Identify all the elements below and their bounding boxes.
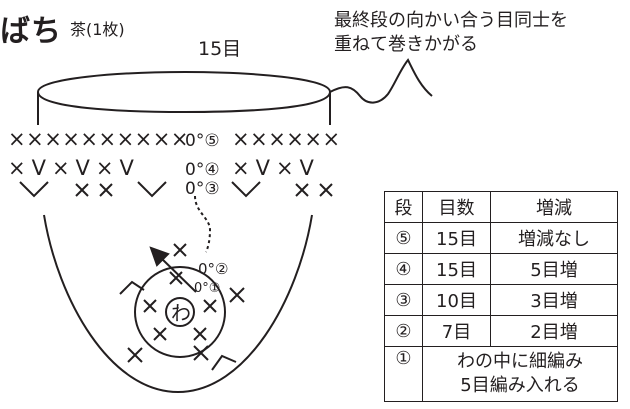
row1-instruction-line1: わの中に細編み — [457, 351, 583, 372]
increase-change: 3目増 — [490, 284, 618, 316]
table-row: ⑤ 15目 増減なし — [384, 222, 618, 254]
row3-sc-mark — [75, 183, 89, 197]
table-row: ① わの中に細編み 5目編み入れる — [384, 346, 618, 402]
finishing-note-line1: 最終段の向かい合う目同士を — [334, 10, 568, 31]
header-change: 増減 — [490, 191, 618, 223]
row2-sc-mark — [193, 345, 209, 361]
ring-label: わ — [171, 301, 191, 325]
increase-change: 増減なし — [490, 222, 618, 254]
row3-sc-mark — [295, 183, 309, 197]
increase-change: 2目増 — [490, 315, 618, 347]
header-count: 目数 — [422, 191, 491, 223]
stitch-count: 10目 — [422, 284, 491, 316]
row2-sc-mark — [173, 243, 187, 257]
rows-summary-table: 段 目数 増減 ⑤ 15目 増減なし ④ 15目 5目増 ③ 10目 3目増 ②… — [384, 191, 618, 402]
pattern-title: ばち — [0, 14, 62, 49]
ring-center-circle — [165, 297, 195, 327]
row5-center-label: 0°⑤ — [185, 131, 220, 151]
bowl-outline — [43, 214, 313, 394]
row1-sc-mark — [153, 327, 167, 341]
stitch-count: 7目 — [422, 315, 491, 347]
row2-increase-mark — [119, 280, 145, 295]
row1-instruction: わの中に細編み 5目編み入れる — [422, 346, 618, 402]
yarn-tail — [329, 58, 433, 104]
table-row: ③ 10目 3目増 — [384, 284, 618, 316]
row1-sc-mark — [169, 271, 183, 285]
increase-change: 5目増 — [490, 253, 618, 285]
row1-center-label: 0°① — [194, 281, 220, 296]
row-number: ② — [384, 315, 423, 347]
magic-ring — [134, 266, 226, 358]
row2-center-label: 0°② — [198, 260, 229, 278]
table-row: ④ 15目 5目増 — [384, 253, 618, 285]
finishing-note-line2: 重ねて巻きかがる — [334, 34, 478, 55]
row3-sc-mark — [99, 183, 113, 197]
row2-sc-mark — [229, 287, 245, 303]
row4-center-label: 0°④ — [185, 160, 220, 180]
row-number: ④ — [384, 253, 423, 285]
row-number: ③ — [384, 284, 423, 316]
row3-increase-mark — [231, 181, 261, 198]
row3-sc-mark — [319, 183, 333, 197]
row5-symbols-left: ×××××××××× — [8, 127, 189, 151]
table-row: ② 7目 2目増 — [384, 315, 618, 347]
pattern-subtitle: 茶(1枚) — [70, 20, 125, 39]
row4-symbols-right: ×V×V — [232, 156, 320, 180]
row3-center-label: 0°③ — [185, 179, 220, 199]
row1-sc-mark — [143, 299, 157, 313]
row3-increase-mark — [19, 181, 49, 198]
row2-increase-mark — [211, 354, 237, 371]
top-stitch-count-label: 15目 — [198, 38, 242, 60]
header-row: 段 — [384, 191, 423, 223]
table-header-row: 段 目数 増減 — [384, 191, 618, 223]
direction-arrow — [159, 256, 197, 293]
row-number: ① — [384, 346, 423, 402]
row1-instruction-line2: 5目編み入れる — [460, 375, 580, 396]
opening-ellipse — [36, 70, 332, 114]
row4-symbols-left: ×V×V×V — [8, 156, 140, 180]
row5-symbols-right: ×××××× — [232, 127, 341, 151]
slip-stitch-connector — [194, 195, 212, 253]
arrow-head — [149, 246, 170, 267]
stitch-count: 15目 — [422, 253, 491, 285]
row-number: ⑤ — [384, 222, 423, 254]
row3-increase-mark — [137, 181, 167, 198]
row2-sc-mark — [127, 347, 143, 363]
row1-sc-mark — [203, 299, 217, 313]
stitch-count: 15目 — [422, 222, 491, 254]
row1-sc-mark — [193, 327, 207, 341]
